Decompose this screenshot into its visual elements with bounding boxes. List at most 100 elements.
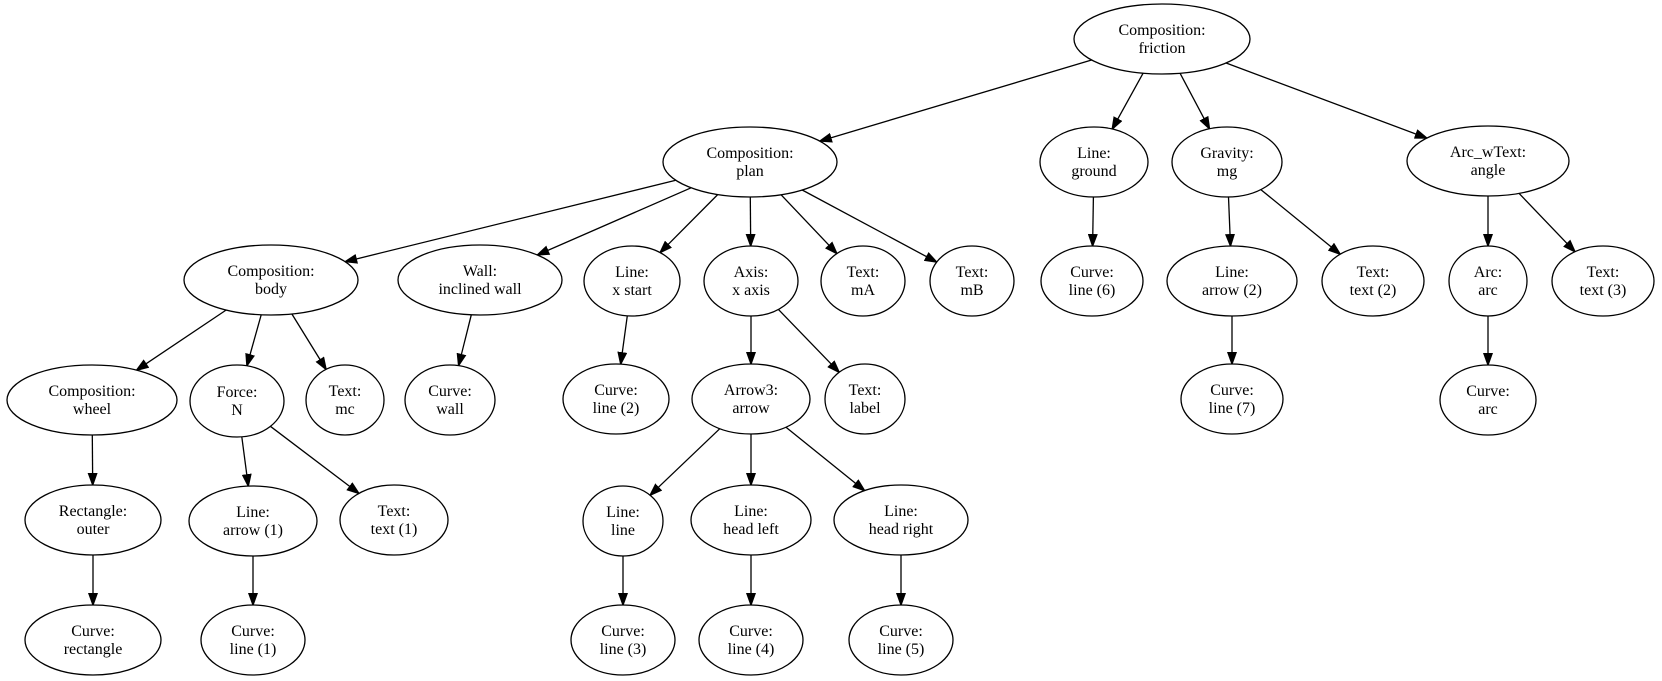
node-label-xaxis-line1: Axis: — [734, 264, 769, 281]
node-label-mc-line1: Text: — [329, 383, 362, 400]
edge-angle-text3 — [1518, 192, 1577, 254]
node-curverect: Curve:rectangle — [24, 604, 162, 676]
node-curvewall: Curve:wall — [404, 364, 496, 436]
node-label-curverect-line1: Curve: — [71, 623, 115, 640]
node-text2: Text:text (2) — [1321, 245, 1425, 317]
node-label-line2-line1: Curve: — [594, 382, 638, 399]
node-ellipse-arrow1 — [188, 485, 318, 557]
node-ellipse-headleft — [690, 484, 812, 556]
node-label-arrow1-line1: Line: — [236, 504, 270, 521]
node-ellipse-curvearc — [1439, 364, 1537, 436]
node-ellipse-mB — [929, 245, 1015, 317]
node-ellipse-friction — [1073, 3, 1251, 75]
edge-plan-mB — [801, 189, 939, 264]
node-label-body-line2: body — [255, 281, 287, 298]
node-label-arrow2-line1: Line: — [1215, 264, 1249, 281]
node-label-mA-line2: mA — [851, 282, 875, 299]
node-label-text2-line2: text (2) — [1350, 282, 1397, 299]
edge-mg-arrow2 — [1225, 196, 1236, 248]
edge-arrow3-lineline — [648, 428, 721, 497]
node-ellipse-headright — [833, 484, 969, 556]
nodes-layer: Composition:frictionComposition:planLine… — [6, 3, 1655, 676]
node-angle: Arc_wText:angle — [1406, 125, 1570, 197]
edge-body-mc — [291, 313, 328, 372]
node-ellipse-line5 — [848, 604, 954, 676]
node-label-label-line1: Text: — [849, 382, 882, 399]
node-ellipse-body — [183, 244, 359, 316]
node-label-line7-line2: line (7) — [1209, 400, 1256, 417]
edge-mg-text2 — [1260, 189, 1342, 256]
edge-friction-mg — [1179, 72, 1211, 131]
node-label-text1-line2: text (1) — [371, 521, 418, 538]
node-label-label-line2: label — [849, 400, 881, 417]
node-label-friction-line2: friction — [1138, 40, 1185, 57]
node-label-body-line1: Composition: — [227, 263, 314, 280]
node-label-mB-line1: Text: — [956, 264, 989, 281]
node-label-outer-line2: outer — [77, 521, 111, 538]
node-label-line2-line2: line (2) — [593, 400, 640, 417]
node-headleft: Line:head left — [690, 484, 812, 556]
node-line2: Curve:line (2) — [562, 363, 670, 435]
node-xaxis: Axis:x axis — [703, 245, 799, 317]
node-ellipse-plan — [662, 126, 838, 198]
node-label-line3-line1: Curve: — [601, 623, 645, 640]
node-label-curvearc-line1: Curve: — [1466, 383, 1510, 400]
node-label-headright-line2: head right — [869, 521, 934, 538]
edge-ground-line6 — [1087, 196, 1098, 248]
node-label-curverect-line2: rectangle — [64, 641, 123, 658]
node-wall: Wall:inclined wall — [397, 244, 563, 316]
node-line4: Curve:line (4) — [698, 604, 804, 676]
edge-arrow3-headright — [785, 426, 867, 492]
node-label-line6-line1: Curve: — [1070, 264, 1114, 281]
node-label-angle-line2: angle — [1471, 162, 1506, 179]
node-ellipse-text1 — [339, 484, 449, 556]
node-ellipse-line1 — [200, 604, 306, 676]
node-label-wheel-line2: wheel — [73, 401, 112, 418]
node-ellipse-curverect — [24, 604, 162, 676]
node-arrow1: Line:arrow (1) — [188, 485, 318, 557]
edge-body-wheel — [134, 309, 227, 372]
edges-layer — [87, 59, 1577, 607]
node-label-line4-line2: line (4) — [728, 641, 775, 658]
node-label-line7-line1: Curve: — [1210, 382, 1254, 399]
edge-friction-ground — [1111, 72, 1144, 131]
node-label-arrow1-line2: arrow (1) — [223, 522, 283, 539]
node-label-xaxis-line2: x axis — [732, 282, 770, 299]
edge-friction-plan — [817, 59, 1092, 143]
node-ellipse-line3 — [570, 604, 676, 676]
node-ellipse-text2 — [1321, 245, 1425, 317]
node-label-text1-line1: Text: — [378, 503, 411, 520]
node-label-friction-line1: Composition: — [1118, 22, 1205, 39]
node-label-text3-line2: text (3) — [1580, 282, 1627, 299]
node-forceN: Force:N — [189, 364, 285, 438]
node-label-curvearc-line2: arc — [1478, 401, 1498, 418]
node-ellipse-curvewall — [404, 364, 496, 436]
node-ellipse-text3 — [1551, 245, 1655, 317]
node-line3: Curve:line (3) — [570, 604, 676, 676]
edge-xaxis-label — [777, 308, 841, 374]
node-label-headleft-line2: head left — [723, 521, 779, 538]
node-ellipse-xstart — [583, 245, 681, 317]
node-ellipse-mc — [305, 364, 385, 436]
node-label-xstart-line1: Line: — [615, 264, 649, 281]
edge-xstart-line2 — [617, 315, 628, 367]
node-ellipse-arrow2 — [1166, 245, 1298, 317]
node-label-line3-line2: line (3) — [600, 641, 647, 658]
node-ellipse-line7 — [1180, 363, 1284, 435]
node-wheel: Composition:wheel — [6, 364, 178, 436]
node-ellipse-label — [824, 363, 906, 435]
node-label-text3-line1: Text: — [1587, 264, 1620, 281]
node-label-wheel-line1: Composition: — [48, 383, 135, 400]
node-label-mB-line2: mB — [960, 282, 983, 299]
node-label-arc-line1: Arc: — [1474, 264, 1502, 281]
node-ellipse-line6 — [1040, 245, 1144, 317]
node-line6: Curve:line (6) — [1040, 245, 1144, 317]
node-label-wall-line1: Wall: — [463, 263, 497, 280]
node-label-wall-line2: inclined wall — [438, 281, 522, 298]
node-label-arrow3-line2: arrow — [732, 400, 770, 417]
node-label-mA-line1: Text: — [847, 264, 880, 281]
node-label-line1-line1: Curve: — [231, 623, 275, 640]
node-ellipse-ground — [1039, 126, 1149, 198]
